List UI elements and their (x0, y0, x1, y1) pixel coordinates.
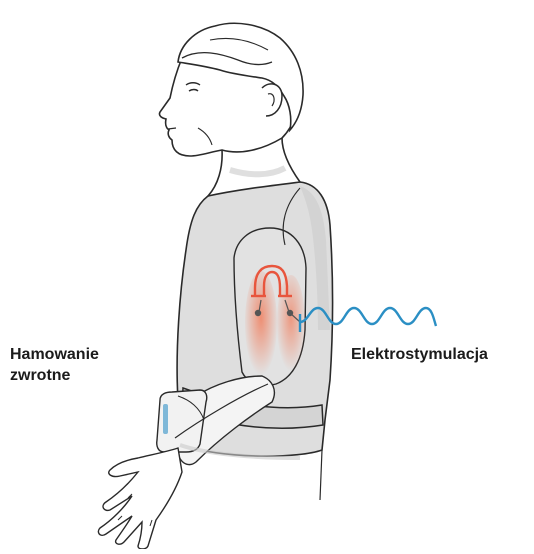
muscle-glow-left (245, 271, 277, 375)
reciprocal-inhibition-line-1: Hamowanie (10, 344, 99, 365)
electrode-left (255, 310, 261, 316)
reciprocal-inhibition-line-2: zwrotne (10, 365, 99, 386)
electrostimulation-label: Elektrostymulacja (351, 344, 488, 365)
hand (98, 448, 182, 549)
reciprocal-inhibition-label: Hamowanie zwrotne (10, 344, 99, 386)
